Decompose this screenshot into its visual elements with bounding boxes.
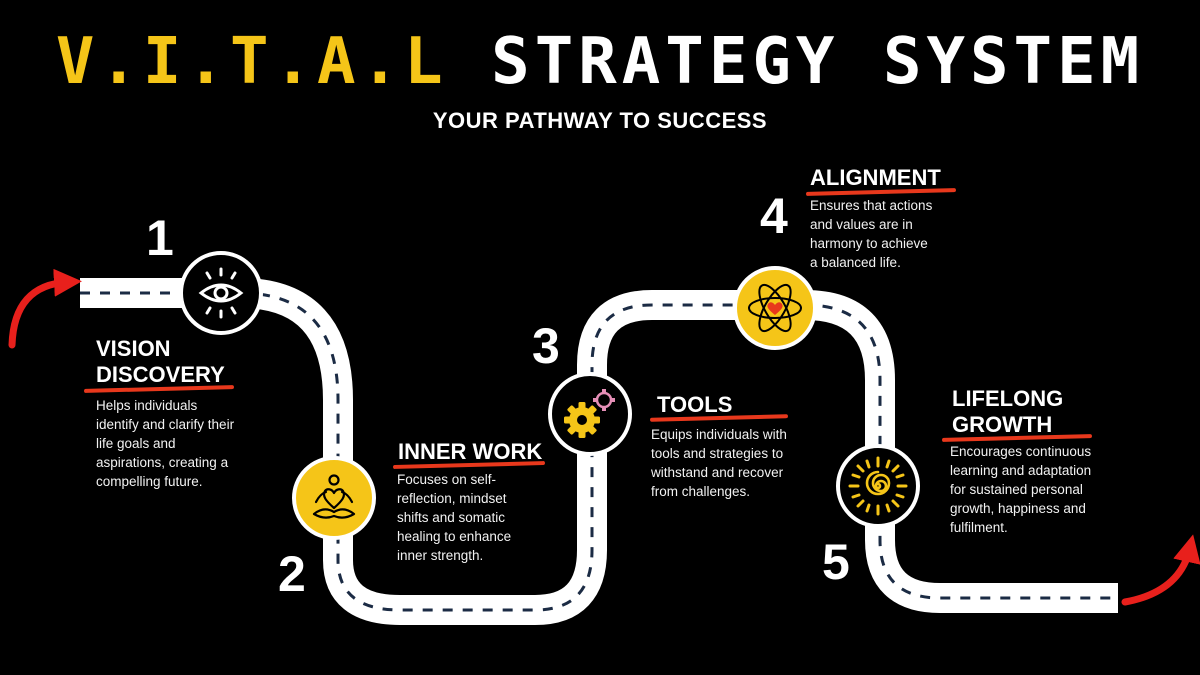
step-3-heading-line-1: TOOLS bbox=[657, 392, 733, 417]
step-1-heading-line-1: VISION bbox=[96, 336, 171, 361]
desc-line: Equips individuals with bbox=[651, 427, 787, 442]
step-1-heading-line-2: DISCOVERY bbox=[96, 362, 225, 387]
step-1-description: Helps individuals identify and clarify t… bbox=[96, 396, 234, 491]
step-3-description: Equips individuals with tools and strate… bbox=[651, 425, 787, 501]
step-4-number: 4 bbox=[760, 188, 788, 244]
sun-spiral-icon bbox=[836, 444, 920, 528]
road-dashes bbox=[80, 291, 1118, 612]
step-4-description: Ensures that actions and values are in h… bbox=[810, 196, 932, 272]
atom-heart-icon bbox=[733, 266, 817, 350]
desc-line: learning and adaptation bbox=[950, 463, 1092, 478]
desc-line: from challenges. bbox=[651, 484, 751, 499]
desc-line: shifts and somatic bbox=[397, 510, 506, 525]
desc-line: withstand and recover bbox=[651, 465, 784, 480]
title-rest: STRATEGY SYSTEM bbox=[491, 25, 1145, 99]
meditation-heart-icon bbox=[292, 456, 376, 540]
page-subtitle: YOUR PATHWAY TO SUCCESS bbox=[432, 108, 768, 133]
eye-icon bbox=[179, 251, 263, 335]
desc-line: identify and clarify their bbox=[96, 417, 235, 432]
title-accent: V.I.T.A.L bbox=[55, 25, 448, 99]
step-1-heading: VISION DISCOVERY bbox=[96, 336, 225, 388]
desc-line: Focuses on self- bbox=[397, 472, 497, 487]
desc-line: aspirations, creating a bbox=[96, 455, 229, 470]
step-5-heading: LIFELONG GROWTH bbox=[952, 386, 1063, 438]
desc-line: Helps individuals bbox=[96, 398, 198, 413]
start-arrow bbox=[8, 268, 82, 349]
end-arrow bbox=[1121, 534, 1200, 606]
desc-line: tools and strategies to bbox=[651, 446, 784, 461]
step-5-heading-line-1: LIFELONG bbox=[952, 386, 1064, 411]
step-2-heading-line-1: INNER WORK bbox=[398, 439, 543, 464]
step-2-description: Focuses on self- reflection, mindset shi… bbox=[397, 470, 511, 565]
desc-line: life goals and bbox=[96, 436, 176, 451]
gears-icon bbox=[548, 372, 632, 456]
desc-line: growth, happiness and bbox=[950, 501, 1086, 516]
step-3-number: 3 bbox=[532, 318, 560, 374]
step-2-number: 2 bbox=[278, 546, 306, 602]
step-1-number: 1 bbox=[146, 210, 174, 266]
desc-line: for sustained personal bbox=[950, 482, 1083, 497]
desc-line: reflection, mindset bbox=[397, 491, 507, 506]
desc-line: and values are in bbox=[810, 217, 913, 232]
step-5-heading-line-2: GROWTH bbox=[952, 412, 1053, 437]
desc-line: inner strength. bbox=[397, 548, 484, 563]
step-4-heading: ALIGNMENT bbox=[810, 165, 941, 191]
page-title: V.I.T.A.L STRATEGY SYSTEM bbox=[0, 24, 1200, 100]
desc-line: Ensures that actions bbox=[810, 198, 933, 213]
desc-line: harmony to achieve bbox=[810, 236, 928, 251]
step-3-heading: TOOLS bbox=[657, 392, 732, 418]
desc-line: a balanced life. bbox=[810, 255, 901, 270]
step-4-heading-line-1: ALIGNMENT bbox=[810, 165, 941, 190]
desc-line: compelling future. bbox=[96, 474, 203, 489]
desc-line: fulfilment. bbox=[950, 520, 1008, 535]
desc-line: Encourages continuous bbox=[950, 444, 1092, 459]
step-5-description: Encourages continuous learning and adapt… bbox=[950, 442, 1091, 537]
step-2-heading: INNER WORK bbox=[398, 439, 542, 465]
desc-line: healing to enhance bbox=[397, 529, 512, 544]
step-5-number: 5 bbox=[822, 534, 850, 590]
